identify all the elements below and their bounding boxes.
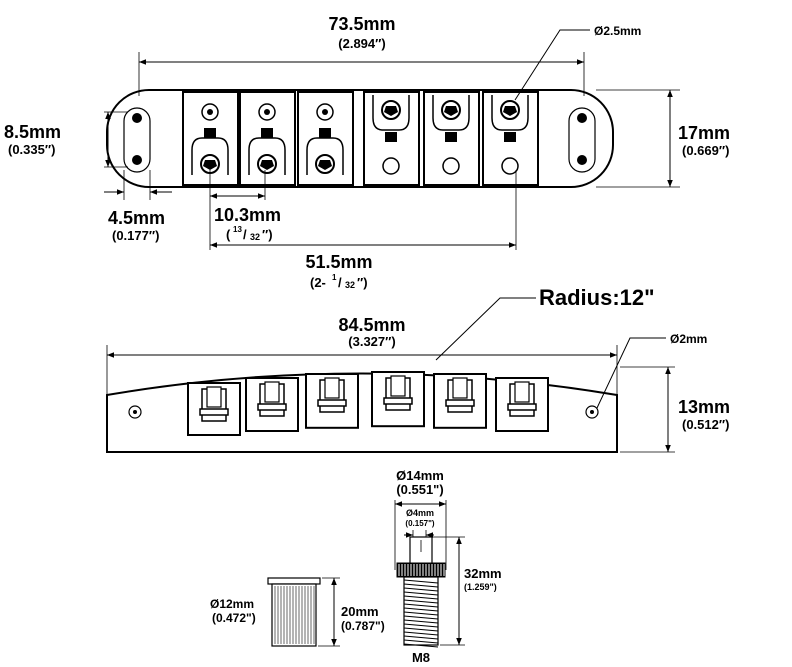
- left-mount-slot: [123, 107, 151, 173]
- stud-head-diameter-inch-label: (0.551"): [396, 482, 443, 497]
- slot-width-inch-label: (0.177″): [112, 228, 159, 243]
- saddle-side-4: [371, 371, 425, 428]
- overall-width-inch-label: (2.894″): [338, 36, 385, 51]
- body-height-inch-label: (0.669″): [682, 143, 729, 158]
- bushing-flange: [267, 577, 321, 585]
- svg-text:32: 32: [345, 280, 355, 290]
- bushing-diameter-inch-label: (0.472"): [212, 611, 256, 625]
- string-spacing-inch-label: ( 13 / 32 ″): [226, 225, 273, 242]
- slot-width-label: 4.5mm: [108, 208, 165, 228]
- saddle-top-5: [423, 91, 480, 186]
- span-inch-label: (2- 1 / 32 ″): [310, 273, 368, 290]
- saddle-side-3: [305, 373, 359, 429]
- slot-height-label: 8.5mm: [4, 122, 61, 142]
- radius-label: Radius:12": [539, 285, 655, 310]
- bushing-drawing: Ø12mm (0.472") 20mm (0.787"): [210, 577, 385, 647]
- stud-drawing: Ø14mm (0.551") Ø4mm (0.157") M8 32mm (1.…: [394, 468, 502, 665]
- pivot-hole-diameter-label: Ø2mm: [670, 332, 707, 346]
- overall-length-inch-label: (3.327″): [348, 334, 395, 349]
- svg-text:1: 1: [332, 273, 337, 282]
- slot-height-inch-label: (0.335″): [8, 142, 55, 157]
- svg-text:32: 32: [250, 232, 260, 242]
- hole-diameter-label: Ø2.5mm: [594, 24, 641, 38]
- bushing-diameter-label: Ø12mm: [210, 597, 254, 611]
- saddles-top: [182, 91, 539, 186]
- svg-text:/: /: [338, 275, 342, 290]
- stud-knurl: [398, 564, 445, 576]
- bushing-knurl: [274, 586, 315, 644]
- bushing-height-inch-label: (0.787"): [341, 619, 385, 633]
- side-height-inch-label: (0.512″): [682, 417, 729, 432]
- saddles-side: [187, 371, 549, 436]
- body-height-label: 17mm: [678, 123, 730, 143]
- svg-text:″): ″): [262, 227, 273, 242]
- stud-threads: [403, 579, 439, 648]
- stud-length-label: 32mm: [464, 566, 502, 581]
- stud-head-diameter-label: Ø14mm: [396, 468, 444, 483]
- saddle-side-1: [187, 382, 241, 436]
- span-label: 51.5mm: [305, 252, 372, 272]
- svg-text:(2-: (2-: [310, 275, 326, 290]
- side-view: Radius:12" 84.5mm (3.327″) Ø2mm 13mm (0.…: [106, 285, 730, 453]
- stud-thread-label: M8: [412, 650, 430, 665]
- side-height-label: 13mm: [678, 397, 730, 417]
- saddle-side-2: [245, 377, 299, 432]
- svg-text:/: /: [243, 227, 247, 242]
- overall-length-label: 84.5mm: [338, 315, 405, 335]
- bushing-body: [271, 583, 317, 647]
- string-spacing-label: 10.3mm: [214, 205, 281, 225]
- stud-length-inch-label: (1.259"): [464, 582, 497, 592]
- stud-slot-diameter-label: Ø4mm: [406, 508, 434, 518]
- right-mount-slot: [568, 107, 596, 173]
- bushing-height-label: 20mm: [341, 604, 379, 619]
- saddle-top-3: [297, 91, 354, 186]
- saddle-top-2: [239, 91, 296, 186]
- svg-text:13: 13: [233, 225, 242, 234]
- saddle-side-6: [495, 377, 549, 432]
- saddle-top-1: [182, 91, 239, 186]
- saddle-side-5: [433, 373, 487, 429]
- stud-slot-diameter-inch-label: (0.157"): [405, 519, 434, 528]
- svg-text:(: (: [226, 227, 231, 242]
- saddle-top-4: [363, 91, 420, 186]
- top-view: 73.5mm (2.894″) Ø2.5mm 8.5mm (0.335″) 17…: [4, 14, 730, 290]
- saddle-top-6: [482, 91, 539, 186]
- svg-text:″): ″): [357, 275, 368, 290]
- overall-width-label: 73.5mm: [328, 14, 395, 34]
